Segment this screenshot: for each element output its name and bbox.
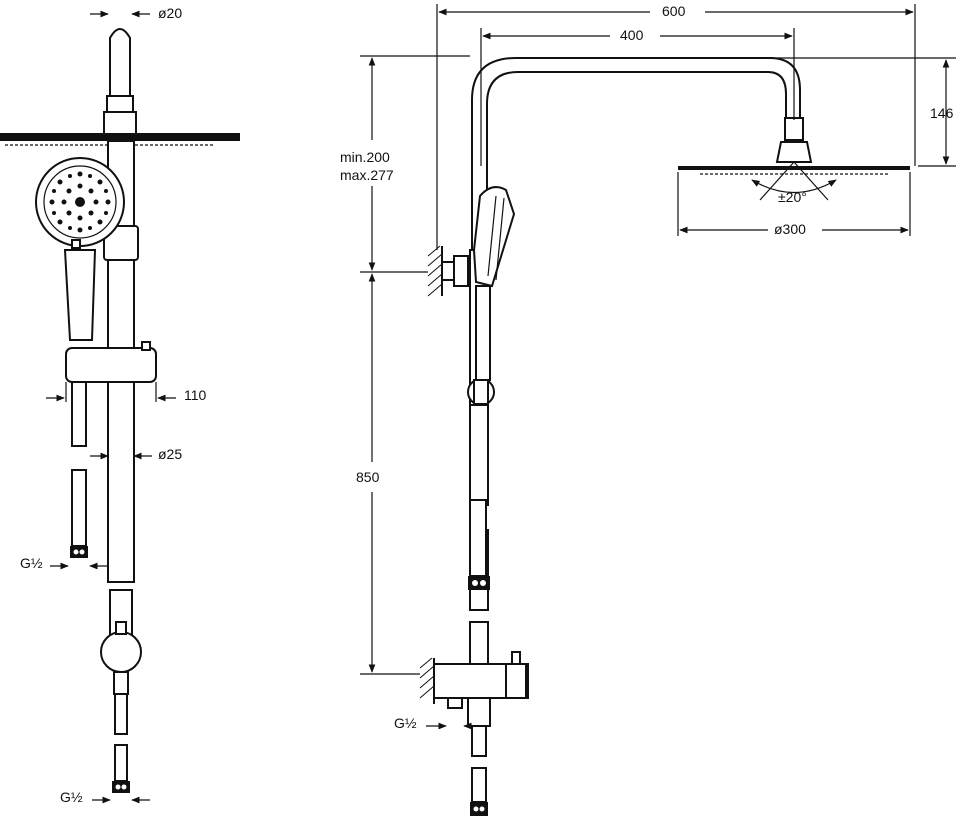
overhead-shower-head [678, 166, 910, 170]
arm-nut [784, 117, 804, 141]
dim-riser-diameter: ø25 [158, 446, 182, 462]
rail-clamp [103, 225, 139, 261]
overhead-shower-plate-side [0, 133, 240, 141]
dim-left-thread-1: G½ [20, 555, 43, 571]
shower-arm-outer [471, 57, 801, 250]
dim-arm-max: max.277 [340, 167, 394, 183]
spray-nozzles [49, 171, 111, 233]
hand-shower-handle [63, 249, 97, 341]
ball-joint [775, 141, 813, 163]
dim-arm-width: 400 [620, 27, 644, 43]
top-pipe [109, 28, 131, 100]
shower-arm-inner [486, 71, 787, 250]
head-connector [103, 111, 137, 135]
dim-riser-height: 850 [356, 469, 380, 485]
dim-top-pipe-diameter: ø20 [158, 5, 182, 21]
hose-lower-side [71, 469, 87, 547]
diverter-knob-side [100, 631, 142, 673]
dim-head-height: 146 [930, 105, 954, 121]
hand-shower-front [472, 186, 516, 288]
dim-right-thread: G½ [394, 715, 417, 731]
dim-hand-shower-offset: 110 [184, 387, 207, 403]
dim-arm-min: min.200 [340, 149, 390, 165]
wall-bracket-lower [419, 657, 435, 704]
dim-left-thread-2: G½ [60, 789, 83, 805]
pipe-nut [106, 95, 134, 113]
front-view: ±20° [340, 3, 956, 816]
side-view: ø20 110 ø25 G½ G½ [0, 5, 240, 805]
slider-bracket-side [65, 347, 157, 383]
dim-tilt-angle: ±20° [778, 189, 807, 205]
dim-overall-width: 600 [662, 3, 686, 19]
dim-head-diameter: ø300 [774, 221, 806, 237]
hose-upper-side [71, 381, 87, 447]
wall-bracket-upper [427, 245, 469, 297]
